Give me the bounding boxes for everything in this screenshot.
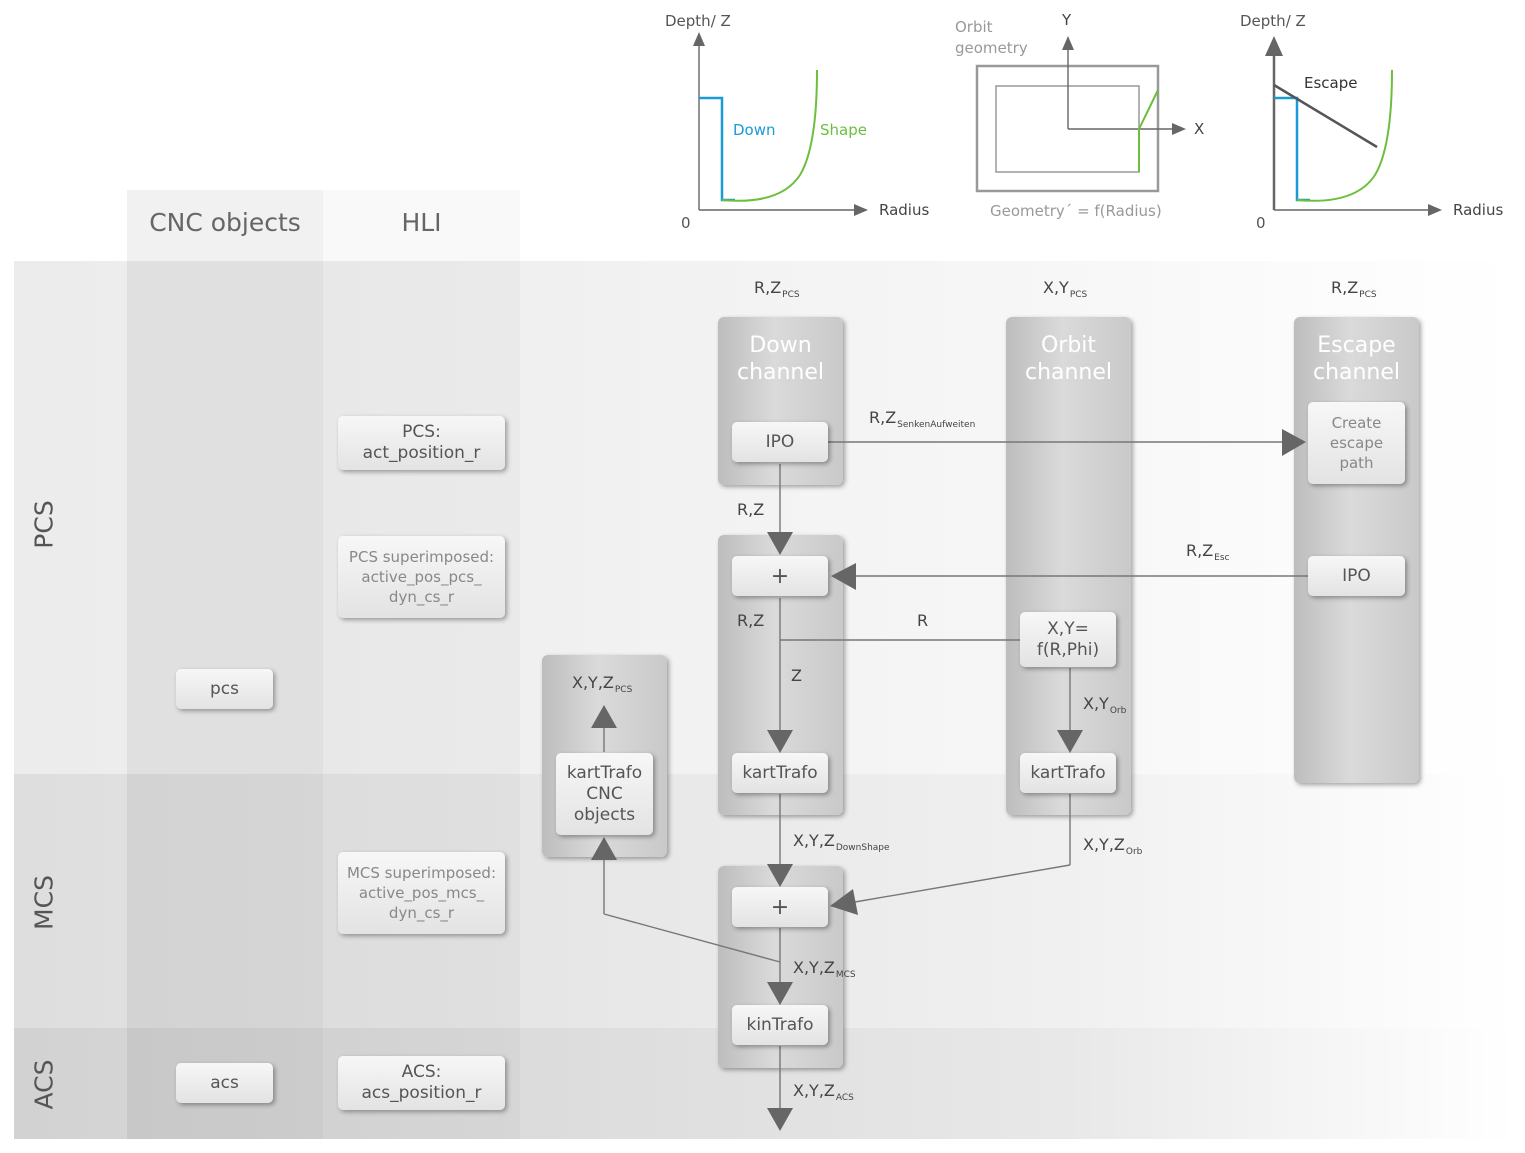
escape-label: Escape: [1304, 74, 1357, 92]
signal-r: R: [917, 611, 929, 630]
cnc-pcs-box: pcs: [176, 669, 273, 709]
escape-shape-curve: [1296, 69, 1393, 202]
signal-rz-sum-out: R,Z: [737, 611, 765, 630]
signal-rz-esc: R,ZEsc: [1186, 541, 1230, 563]
signal-z: Z: [791, 666, 802, 685]
signal-xy-pcs-orbit: X,YPCS: [1043, 278, 1088, 300]
escape-ipo-block: IPO: [1308, 556, 1405, 596]
hli-heading: HLI: [401, 208, 442, 237]
escape-graph-origin: 0: [1256, 214, 1266, 232]
orbit-kart-trafo-block: kartTrafo: [1020, 753, 1116, 793]
escape-graph: Depth/ Z Radius 0 Escape: [1240, 12, 1503, 232]
signal-xyz-mcs: X,Y,ZMCS: [793, 958, 856, 980]
signal-rz-pcs-escape: R,ZPCS: [1331, 278, 1377, 300]
shape-curve: [721, 69, 818, 202]
signal-xyz-acs: X,Y,ZACS: [793, 1081, 854, 1103]
mcs-sum-block: +: [732, 887, 828, 927]
signal-xy-orb: X,YOrb: [1083, 694, 1127, 716]
orbit-shape-curve: [1138, 89, 1159, 172]
signal-rz-senken: R,ZSenkenAufweiten: [869, 408, 976, 430]
down-shape-graph: Depth/ Z Radius 0 Down Shape: [665, 12, 929, 232]
shape-label: Shape: [820, 121, 867, 139]
hli-pcs-act-position-box: PCS: act_position_r: [338, 416, 505, 470]
orbit-channel-title: Orbit channel: [1024, 333, 1113, 385]
kin-trafo-block: kinTrafo: [732, 1005, 828, 1045]
escape-graph-ylabel: Depth/ Z: [1240, 12, 1306, 30]
down-shape-graph-y-arrow: [693, 32, 705, 46]
orbit-geometry-graph: Orbit geometry Y X Geometry´ = f(Radius): [955, 11, 1204, 220]
create-escape-path-block: Create escape path: [1308, 402, 1405, 484]
cnc-objects-column: [127, 190, 323, 1139]
down-kart-trafo-block: kartTrafo: [732, 753, 828, 793]
orbit-y-arrow: [1062, 36, 1074, 50]
escape-line: [1273, 83, 1378, 149]
orbit-xy-function-block: X,Y= f(R,Phi): [1020, 612, 1116, 667]
escape-channel-title: Escape channel: [1312, 333, 1401, 385]
escape-channel: Escape channel: [1294, 317, 1419, 783]
signal-rz-ipo-out: R,Z: [737, 500, 765, 519]
orbit-caption: Geometry´ = f(Radius): [990, 202, 1162, 220]
kart-trafo-cnc-objects-block: kartTrafo CNC objects: [556, 753, 653, 835]
signal-rz-pcs-down: R,ZPCS: [754, 278, 800, 300]
down-curve: [699, 96, 735, 202]
orbit-y-label: Y: [1061, 11, 1072, 29]
pcs-sum-block: +: [732, 556, 828, 596]
orbit-channel: Orbit channel: [1006, 317, 1131, 815]
down-shape-graph-xlabel: Radius: [879, 201, 929, 219]
down-channel-title: Down channel: [736, 333, 825, 385]
orbit-geometry-title-line1: Orbit: [955, 18, 993, 36]
signal-xyz-pcs-cnc: X,Y,ZPCS: [572, 673, 633, 695]
down-shape-graph-ylabel: Depth/ Z: [665, 12, 731, 30]
cnc-acs-box: acs: [176, 1063, 273, 1103]
hli-pcs-superimposed-box: PCS superimposed: active_pos_pcs_ dyn_cs…: [338, 536, 505, 618]
hli-mcs-superimposed-box: MCS superimposed: active_pos_mcs_ dyn_cs…: [338, 852, 505, 934]
signal-xyz-downshape: X,Y,ZDownShape: [793, 831, 890, 853]
down-label: Down: [733, 121, 776, 139]
orbit-x-label: X: [1194, 120, 1204, 138]
escape-graph-xlabel: Radius: [1453, 201, 1503, 219]
cnc-objects-heading: CNC objects: [149, 208, 301, 237]
down-shape-graph-origin: 0: [681, 214, 691, 232]
escape-graph-x-arrow: [1428, 204, 1442, 216]
escape-down-curve: [1274, 96, 1310, 202]
down-ipo-block: IPO: [732, 422, 828, 462]
signal-xyz-orb: X,Y,ZOrb: [1083, 835, 1143, 857]
orbit-geometry-title-line2: geometry: [955, 39, 1028, 57]
escape-graph-y-arrow: [1265, 36, 1283, 56]
orbit-x-arrow: [1172, 123, 1186, 135]
down-shape-graph-x-arrow: [854, 204, 868, 216]
hli-acs-position-box: ACS: acs_position_r: [338, 1056, 505, 1110]
